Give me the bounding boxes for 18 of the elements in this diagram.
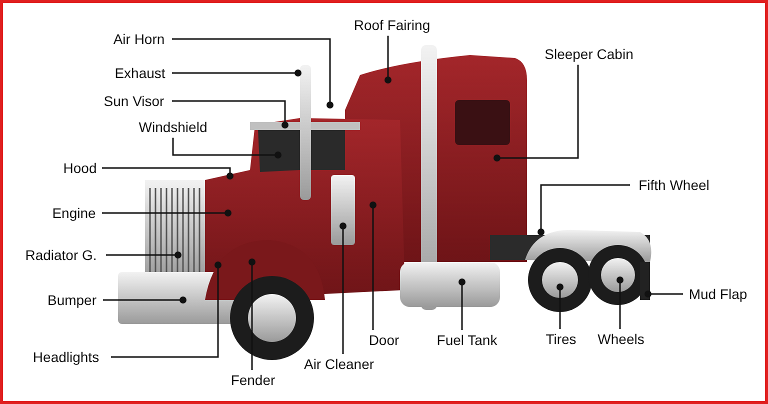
leader-line xyxy=(111,262,222,358)
leader-line xyxy=(172,137,282,158)
leader-line xyxy=(384,35,392,84)
leader-line xyxy=(172,70,302,76)
leader-line xyxy=(370,202,376,330)
leader-line xyxy=(340,222,346,354)
leader-line xyxy=(103,296,186,304)
leader-line xyxy=(102,167,234,180)
leader-line xyxy=(556,284,564,329)
leader-line xyxy=(172,100,288,128)
leader-line xyxy=(102,210,232,216)
leader-line xyxy=(172,38,334,108)
leader-line xyxy=(106,252,182,258)
leader-line xyxy=(616,276,624,329)
leader-line xyxy=(494,64,579,162)
leader-line xyxy=(538,184,630,236)
leader-line xyxy=(458,278,466,330)
leader-line xyxy=(644,290,683,298)
